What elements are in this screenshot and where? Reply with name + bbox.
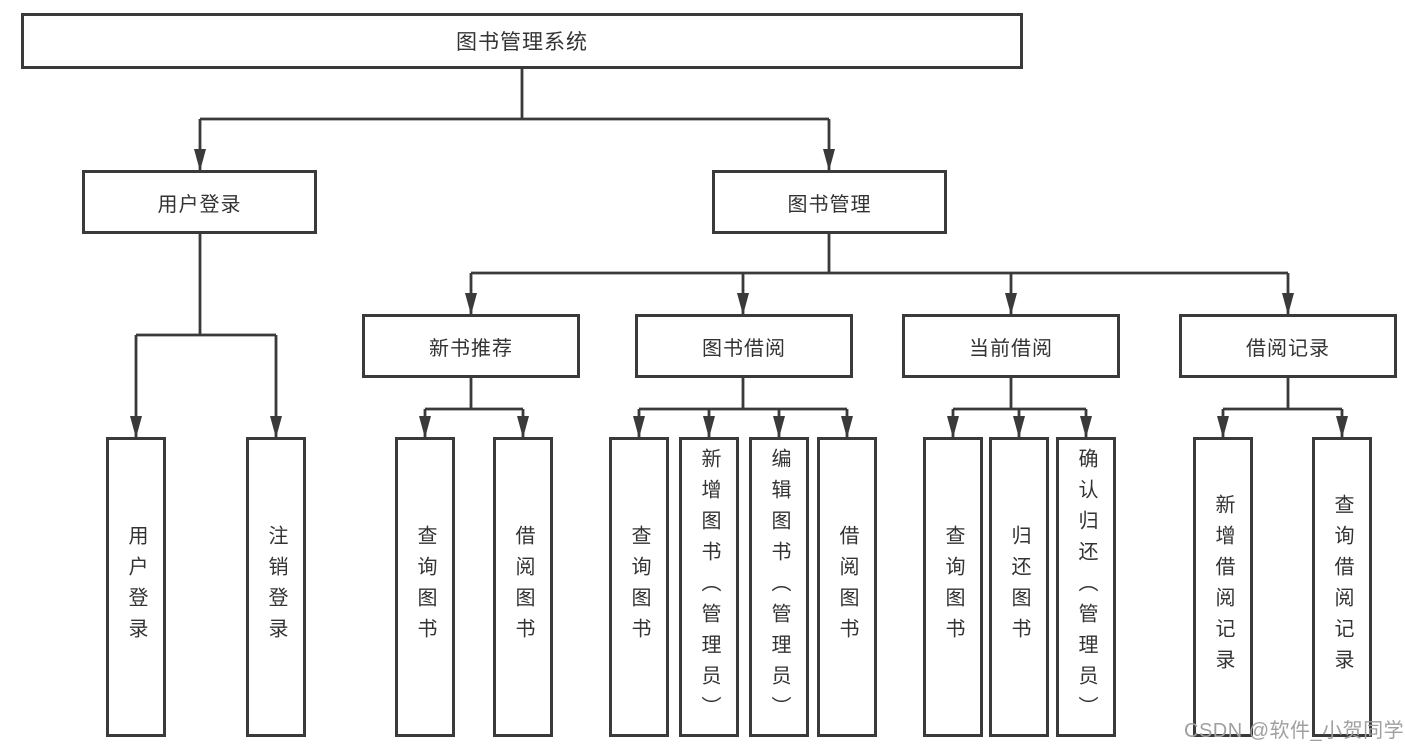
- leaf-recommend-query-books-label: 查询图书: [414, 525, 436, 649]
- node-user-login: 用户登录: [82, 170, 317, 234]
- leaf-logout: 注销登录: [246, 437, 306, 737]
- node-book-management-label: 图书管理: [787, 193, 872, 216]
- leaf-records-add-record-label: 新增借阅记录: [1212, 494, 1234, 680]
- leaf-current-confirm-return-admin-label: 确认归还（管理员）: [1075, 447, 1097, 727]
- arrow-lines: [130, 119, 1348, 438]
- leaf-borrow-add-books-admin-label: 新增图书（管理员）: [698, 447, 720, 727]
- leaf-borrow-query-books: 查询图书: [609, 437, 669, 737]
- leaf-borrow-borrow-books-label: 借阅图书: [836, 525, 858, 649]
- leaf-borrow-edit-books-admin-label: 编辑图书（管理员）: [768, 447, 790, 727]
- node-current-borrowing: 当前借阅: [902, 314, 1120, 378]
- leaf-current-return-books-label: 归还图书: [1008, 525, 1030, 649]
- leaf-borrow-query-books-label: 查询图书: [628, 525, 650, 649]
- leaf-borrow-add-books-admin: 新增图书（管理员）: [679, 437, 739, 737]
- watermark: CSDN @软件_小贺同学: [1184, 720, 1405, 742]
- leaf-user-login: 用户登录: [106, 437, 166, 737]
- node-new-book-recommend-label: 新书推荐: [429, 337, 513, 360]
- node-current-borrowing-label: 当前借阅: [969, 337, 1053, 360]
- node-root-label: 图书管理系统: [456, 31, 588, 54]
- leaf-borrow-borrow-books: 借阅图书: [817, 437, 877, 737]
- leaf-recommend-borrow-books: 借阅图书: [493, 437, 553, 737]
- leaf-records-query-record-label: 查询借阅记录: [1331, 494, 1353, 680]
- node-book-borrowing-label: 图书借阅: [702, 337, 786, 360]
- branch-lines: [136, 69, 1342, 411]
- node-user-login-label: 用户登录: [157, 193, 242, 216]
- leaf-current-query-books: 查询图书: [923, 437, 983, 737]
- leaf-current-query-books-label: 查询图书: [942, 525, 964, 649]
- node-new-book-recommend: 新书推荐: [362, 314, 580, 378]
- leaf-records-query-record: 查询借阅记录: [1312, 437, 1372, 737]
- node-book-borrowing: 图书借阅: [635, 314, 853, 378]
- leaf-borrow-edit-books-admin: 编辑图书（管理员）: [749, 437, 809, 737]
- leaf-logout-label: 注销登录: [265, 525, 287, 649]
- node-book-management: 图书管理: [712, 170, 947, 234]
- node-root: 图书管理系统: [21, 13, 1023, 69]
- node-borrowing-records: 借阅记录: [1179, 314, 1397, 378]
- leaf-current-return-books: 归还图书: [989, 437, 1049, 737]
- leaf-recommend-borrow-books-label: 借阅图书: [512, 525, 534, 649]
- leaf-records-add-record: 新增借阅记录: [1193, 437, 1253, 737]
- leaf-recommend-query-books: 查询图书: [395, 437, 455, 737]
- leaf-user-login-label: 用户登录: [125, 525, 147, 649]
- leaf-current-confirm-return-admin: 确认归还（管理员）: [1056, 437, 1116, 737]
- node-borrowing-records-label: 借阅记录: [1246, 337, 1330, 360]
